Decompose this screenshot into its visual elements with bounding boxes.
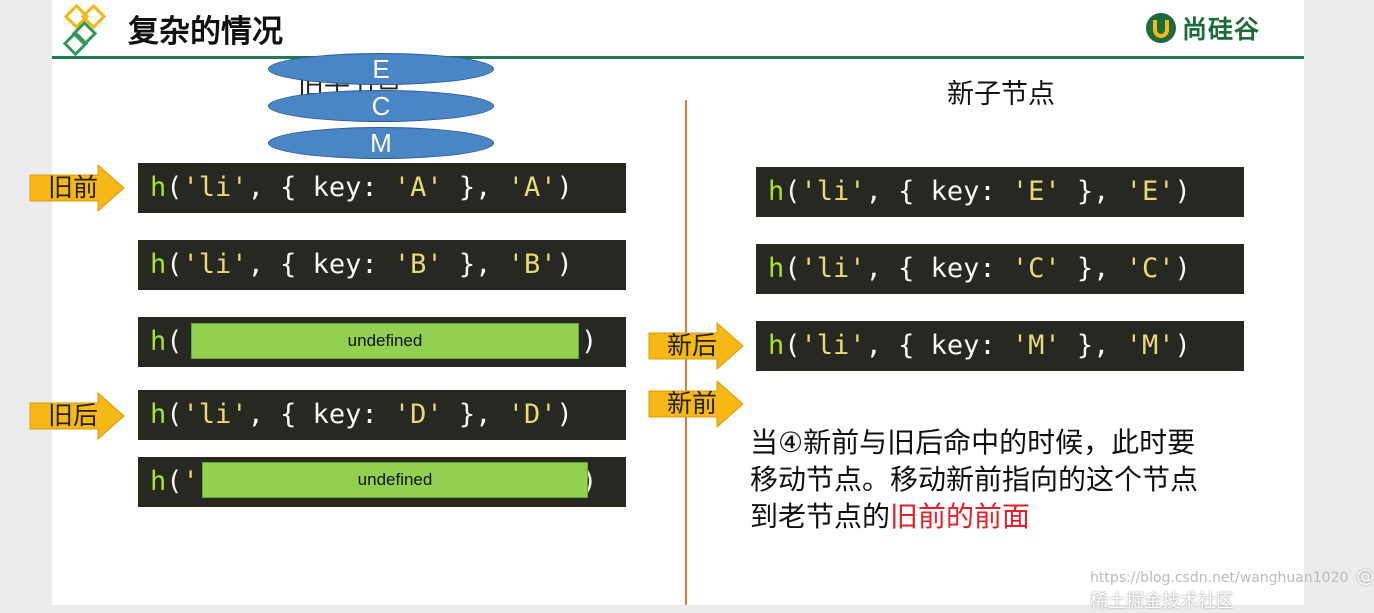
pointer-label: 旧前	[48, 173, 99, 202]
arrow-right-icon	[29, 163, 125, 213]
old-vnode-b: h('li', { key: 'B' }, 'B')	[138, 240, 626, 290]
highlighted-text: 旧前的前面	[890, 500, 1031, 533]
arrow-right-icon	[29, 391, 125, 441]
brand-u-icon	[1146, 13, 1176, 43]
watermark: https://blog.csdn.net/wanghuan1020@稀土掘金技…	[1090, 566, 1374, 612]
old-vnode-d: h('li', { key: 'D' }, 'D')	[138, 390, 626, 440]
pointer-label: 新后	[667, 331, 718, 360]
new-vnode-e: h('li', { key: 'E' }, 'E')	[756, 167, 1244, 217]
old-end-pointer: 旧后	[29, 391, 126, 441]
new-vnode-m: h('li', { key: 'M' }, 'M')	[756, 321, 1244, 371]
page-title: 复杂的情况	[128, 14, 283, 50]
ellipse-node-e: E	[268, 53, 494, 85]
header-divider	[52, 56, 1304, 59]
new-end-pointer: 新后	[648, 321, 745, 371]
explanation-text: 当④新前与旧后命中的时候，此时要移动节点。移动新前指向的这个节点到老节点的旧前的…	[750, 426, 1199, 533]
undefined-cover: undefined	[202, 462, 588, 498]
pointer-label: 新前	[667, 389, 718, 418]
arrow-right-icon	[648, 321, 744, 371]
brand-logo: 尚硅谷	[1144, 10, 1260, 46]
ellipse-node-c: C	[268, 90, 494, 122]
new-children-heading: 新子节点	[947, 79, 1055, 110]
undefined-cover: undefined	[191, 323, 579, 359]
new-vnode-c: h('li', { key: 'C' }, 'C')	[756, 244, 1244, 294]
pointer-label: 旧后	[48, 401, 99, 430]
arrow-right-icon	[648, 379, 744, 429]
logo-diamonds-icon	[62, 3, 107, 57]
ellipse-node-m: M	[268, 127, 494, 159]
new-start-pointer: 新前	[648, 379, 745, 429]
old-start-pointer: 旧前	[29, 163, 126, 213]
brand-name: 尚硅谷	[1182, 15, 1261, 44]
old-vnode-a: h('li', { key: 'A' }, 'A')	[138, 163, 626, 213]
